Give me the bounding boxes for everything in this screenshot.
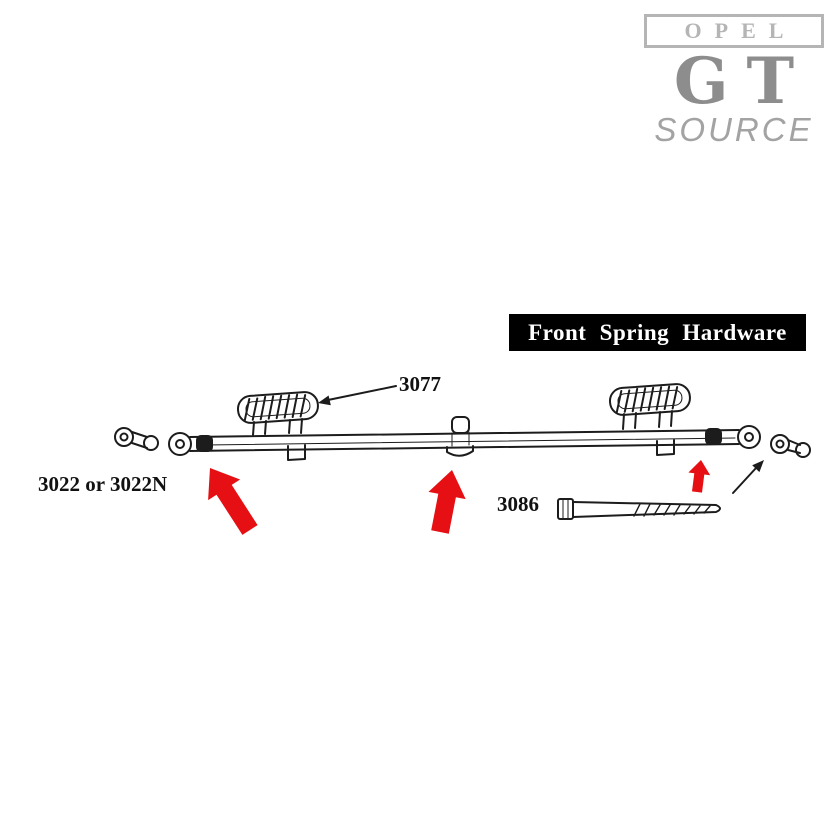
bushing-left bbox=[196, 435, 213, 452]
spring-bolt-3086 bbox=[557, 498, 721, 520]
leaf-spring bbox=[168, 425, 761, 456]
logo-opel-box: OPEL bbox=[644, 14, 824, 48]
part-label-3077: 3077 bbox=[399, 372, 441, 396]
part-label-3022: 3022 or 3022N bbox=[38, 472, 168, 496]
spring-pad-right bbox=[608, 383, 691, 416]
spring-pad-left-feet bbox=[252, 418, 303, 436]
bushing-right bbox=[705, 428, 722, 445]
red-arrow-right bbox=[688, 460, 711, 493]
pointer-arrow-right-eye bbox=[732, 460, 764, 494]
red-arrow-center bbox=[428, 470, 466, 534]
pointer-arrow-3077 bbox=[318, 385, 397, 406]
part-label-3086: 3086 bbox=[497, 492, 539, 516]
red-arrow-left bbox=[208, 468, 258, 535]
spring-clamp-right bbox=[656, 439, 675, 456]
logo-opel-text: OPEL bbox=[684, 18, 797, 43]
diagram-title-text: Front Spring Hardware bbox=[528, 319, 787, 345]
logo-gt-text: GT bbox=[673, 44, 813, 119]
spring-pad-right-feet bbox=[622, 410, 673, 430]
center-clamp bbox=[446, 416, 474, 457]
spring-pad-left bbox=[236, 391, 319, 424]
shackle-bolt-left bbox=[114, 427, 159, 451]
logo-source-text: SOURCE bbox=[654, 111, 814, 148]
diagram-title: Front Spring Hardware bbox=[509, 314, 806, 351]
spring-clamp-left bbox=[287, 444, 306, 461]
opel-gt-source-logo: OPEL GT SOURCE bbox=[644, 14, 824, 148]
shackle-bolt-right bbox=[770, 434, 811, 458]
